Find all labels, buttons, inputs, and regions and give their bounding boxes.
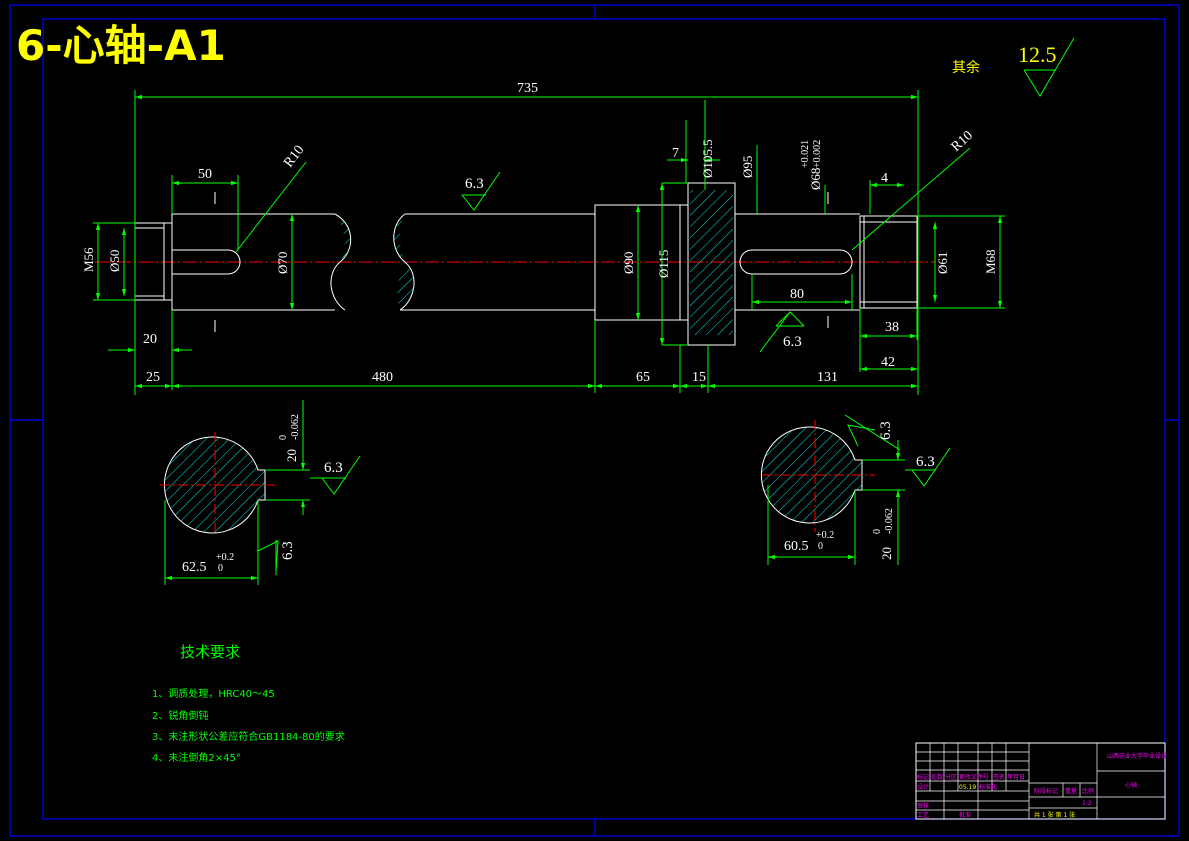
tech-requirements-title: 技术要求 <box>180 643 240 661</box>
left-section-view: 20 0 -0.062 62.5 +0.2 0 6.3 6.3 <box>160 400 361 585</box>
dim-dia68: Ø68 <box>808 168 823 190</box>
tb-standard: 标准化 <box>979 783 997 791</box>
left-section-width-lower: -0.062 <box>290 414 301 440</box>
tb-process: 工艺 <box>917 811 929 819</box>
tb-weight: 重量 <box>1065 787 1077 795</box>
tb-design: 设计 <box>917 783 929 791</box>
title-block: 山西农业大学毕业设计 心轴 标记 处数 分区 更改文件号 签名 年月日 设计 0… <box>915 742 1167 820</box>
right-section-width-upper: 0 <box>872 529 883 534</box>
dim-dia105: Ø105.5 <box>700 139 715 178</box>
right-section-width-lower: -0.062 <box>884 508 895 534</box>
roughness-other: 其余 12.5 <box>952 37 1075 97</box>
dim-735: 735 <box>517 81 538 96</box>
dim-25: 25 <box>146 370 160 385</box>
right-section-depth-lower: 0 <box>818 541 823 552</box>
dim-20: 20 <box>143 332 157 347</box>
dim-dia115: Ø115 <box>656 250 671 278</box>
right-section-width: 20 <box>879 547 894 560</box>
shaft-outline <box>134 182 918 346</box>
dim-dia90: Ø90 <box>621 252 636 274</box>
dim-131: 131 <box>817 370 838 385</box>
rough-mid: 6.3 <box>783 334 802 350</box>
tb-scale-value: 1:2 <box>1082 800 1092 807</box>
shaft-break-hatch-2 <box>393 214 415 310</box>
tb-review: 审核 <box>917 802 929 810</box>
dim-4: 4 <box>881 171 888 186</box>
left-section-depth-lower: 0 <box>218 563 223 574</box>
drawing-title: 6-心轴-A1 <box>16 21 226 70</box>
tb-date: 05.19 <box>959 784 976 791</box>
tb-school: 山西农业大学毕业设计 <box>1107 752 1167 760</box>
roughness-other-value: 12.5 <box>1018 42 1057 67</box>
right-section-depth-upper: +0.2 <box>816 530 834 541</box>
dim-dia61: Ø61 <box>935 252 950 274</box>
tb-approve: 批准 <box>959 811 971 819</box>
right-section-rough-side: 6.3 <box>916 454 935 470</box>
tb-change-doc: 更改文件号 <box>959 773 989 781</box>
tech-requirement-3: 3、未注形状公差应符合GB1184-80的要求 <box>152 730 345 743</box>
dim-dia70: Ø70 <box>275 252 290 274</box>
tb-sign: 签名 <box>993 773 1005 781</box>
left-section-width-upper: 0 <box>278 435 289 440</box>
dim-m68: M68 <box>983 249 998 274</box>
tb-zone: 分区 <box>945 773 957 781</box>
tb-mark: 标记 <box>917 773 929 781</box>
dimension-lines <box>93 90 1005 395</box>
left-section-rough-bottom: 6.3 <box>280 541 296 560</box>
right-section-rough-top: 6.3 <box>878 421 894 440</box>
left-section-rough-side: 6.3 <box>324 460 343 476</box>
drawing-frame <box>9 4 1180 837</box>
dim-dia68-upper: +0.021 <box>800 140 811 168</box>
dim-65: 65 <box>636 370 650 385</box>
dim-r10-right: R10 <box>949 128 976 155</box>
tb-scale-label: 比例 <box>1082 787 1094 795</box>
dim-42: 42 <box>881 355 895 370</box>
dim-480: 480 <box>372 370 393 385</box>
right-section-view: 20 0 -0.062 60.5 +0.2 0 6.3 6.3 <box>760 414 951 565</box>
dim-38: 38 <box>885 320 899 335</box>
tb-date-label: 年月日 <box>1007 773 1025 781</box>
flange-section-hatch <box>690 190 733 335</box>
dim-15: 15 <box>692 370 706 385</box>
shaft-break-hatch <box>330 214 351 310</box>
tech-requirements: 技术要求 1、调质处理，HRC40～45 2、锐角倒钝 3、未注形状公差应符合G… <box>152 643 345 764</box>
left-section-depth: 62.5 <box>182 560 207 575</box>
dimension-texts: 735 50 R10 R10 6.3 7 Ø105.5 Ø95 Ø68 +0.0… <box>81 81 998 385</box>
dim-50: 50 <box>198 167 212 182</box>
dim-m56: M56 <box>81 247 96 272</box>
dim-dia68-lower: +0.002 <box>812 140 823 168</box>
tb-count: 处数 <box>931 773 943 781</box>
tb-drawing-name: 心轴 <box>1125 781 1137 789</box>
section-marks <box>214 192 829 332</box>
dim-dia95: Ø95 <box>740 156 755 178</box>
dim-r10-left: R10 <box>281 143 307 171</box>
right-section-depth: 60.5 <box>784 539 809 554</box>
dim-7: 7 <box>672 146 679 161</box>
dim-dia50: Ø50 <box>107 250 122 272</box>
rough-shaft: 6.3 <box>465 176 484 192</box>
left-section-width: 20 <box>284 449 299 462</box>
tech-requirement-1: 1、调质处理，HRC40～45 <box>152 688 275 700</box>
tb-sheet: 共 1 张 第 1 张 <box>1034 811 1075 819</box>
left-section-depth-upper: +0.2 <box>216 552 234 563</box>
tb-stage: 阶段标记 <box>1034 787 1058 795</box>
tech-requirement-2: 2、锐角倒钝 <box>152 709 208 722</box>
roughness-other-label: 其余 <box>952 59 980 76</box>
dim-80: 80 <box>790 287 804 302</box>
tech-requirement-4: 4、未注倒角2×45° <box>152 751 241 764</box>
